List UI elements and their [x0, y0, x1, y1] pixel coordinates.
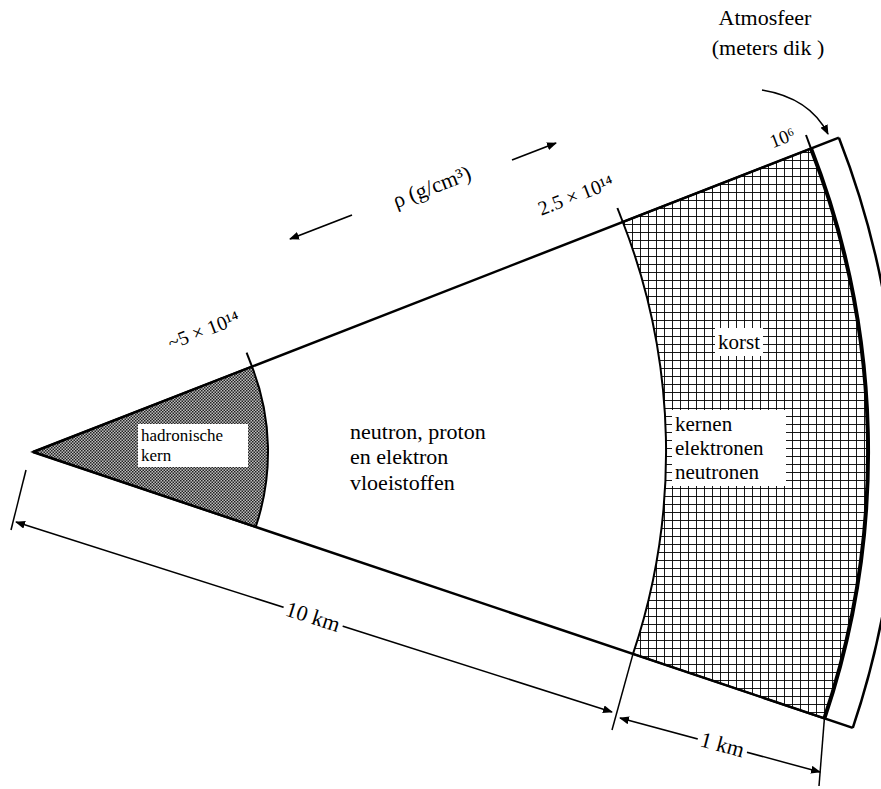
density-value: 2.5 × 10¹⁴ — [532, 169, 619, 220]
fluid-region: neutron, proton en elektron vloeistoffen — [346, 415, 546, 515]
region-content: kernen elektronen neutronen — [672, 410, 786, 486]
density-value: 10⁶ — [764, 123, 801, 154]
density-value: ~5 × 10¹⁴ — [162, 305, 246, 355]
density-arrow — [290, 215, 352, 239]
note-label: (meters dik ) — [712, 36, 824, 60]
core-label-box: hadronische kern — [134, 420, 252, 478]
region-label: neutron, proton en elektron vloeistoffen — [350, 419, 510, 495]
axis-label: ρ (g/cm³) — [387, 160, 478, 214]
extension-line — [11, 470, 26, 530]
region-label: hadronische kern — [138, 424, 248, 467]
crust-region — [623, 149, 868, 719]
title-label: Atmosfeer — [719, 6, 812, 30]
dimension-line — [620, 718, 820, 772]
dimension-label: 10 km — [280, 596, 346, 638]
tick — [247, 353, 252, 367]
dimension-line — [16, 522, 612, 712]
crust-region-box: korst kernen elektronen neutronen — [665, 322, 795, 532]
extension-line — [819, 718, 824, 786]
surface-arc — [811, 149, 868, 719]
core-region — [33, 367, 268, 527]
density-arrow — [512, 143, 556, 160]
wedge-edge — [33, 138, 839, 452]
region-label: korst — [715, 328, 763, 356]
atmosphere-arc — [839, 138, 881, 728]
tick — [617, 208, 622, 222]
dimension-label: 1 km — [694, 727, 749, 764]
tick — [806, 135, 811, 149]
